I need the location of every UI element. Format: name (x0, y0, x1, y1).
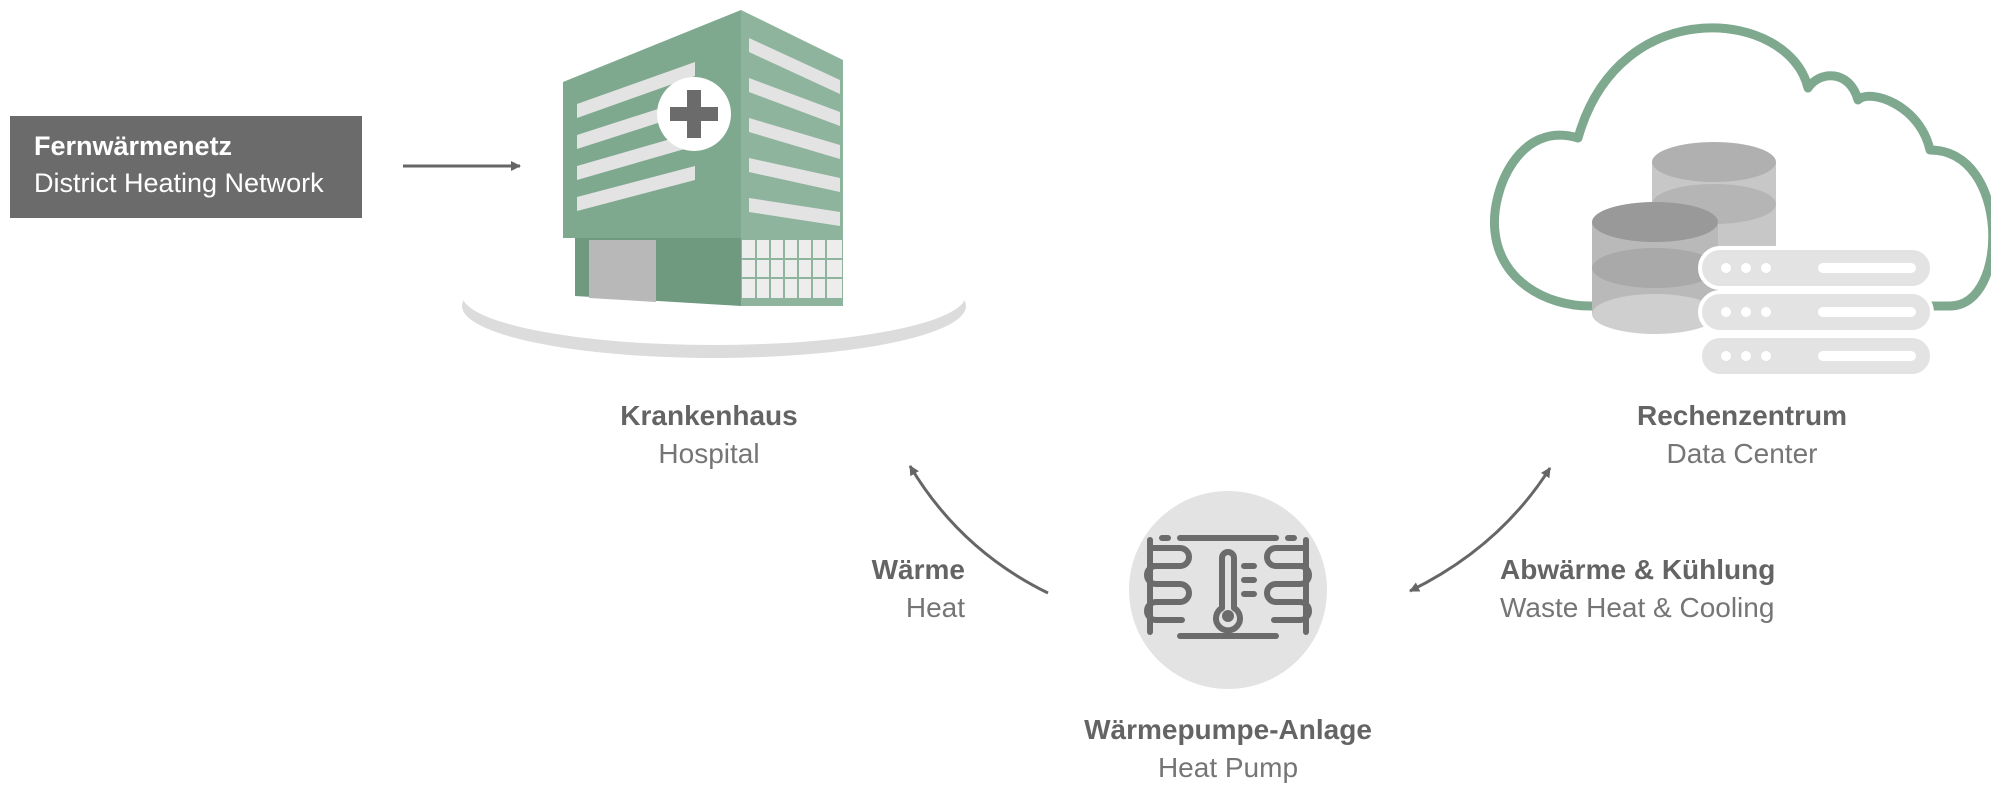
heat-pump-label-en: Heat Pump (1157, 752, 1299, 783)
waste-flow-label-de: Abwärme & Kühlung (1500, 554, 1776, 585)
server-rack-icon (1698, 246, 1934, 378)
hospital-label: Krankenhaus Hospital (620, 397, 797, 473)
network-label-en: District Heating Network (34, 168, 324, 198)
waste-heat-arrow (1409, 467, 1552, 593)
network-label-de: Fernwärmenetz (34, 131, 233, 161)
cloud-icon (1489, 23, 1991, 311)
hospital-building-icon (563, 10, 843, 306)
thermometer-bulb (1222, 610, 1234, 622)
heat-pump-circle (1129, 491, 1327, 689)
heat-flow-label-de: Wärme (871, 554, 965, 585)
hospital-label-en: Hospital (658, 438, 760, 469)
heat-pump-icon (1144, 535, 1312, 639)
district-heating-network-box: Fernwärmenetz District Heating Network (10, 116, 362, 218)
waste-flow-label-en: Waste Heat & Cooling (1500, 592, 1775, 623)
datacenter-label-en: Data Center (1666, 438, 1818, 469)
datacenter-label-de: Rechenzentrum (1636, 400, 1848, 431)
heat-pump-label-de: Wärmepumpe-Anlage (1084, 714, 1372, 745)
heat-flow-label-en: Heat (905, 592, 965, 623)
hospital-label-de: Krankenhaus (620, 400, 798, 431)
heat-pump-label: Wärmepumpe-Anlage Heat Pump (1084, 711, 1372, 787)
datacenter-label: Rechenzentrum Data Center (1637, 397, 1847, 473)
database-icon (1592, 142, 1776, 334)
heat-flow-label: Wärme Heat (800, 551, 965, 627)
waste-flow-label: Abwärme & Kühlung Waste Heat & Cooling (1500, 551, 1775, 627)
heat-arrow (908, 465, 1049, 595)
